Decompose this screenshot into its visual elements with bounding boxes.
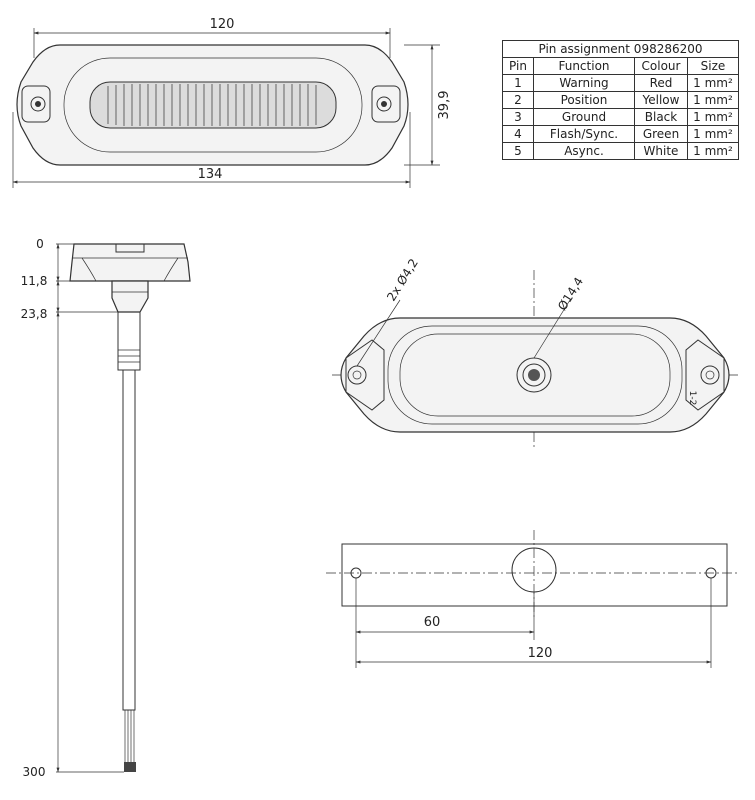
lamp-lens [89,81,337,129]
colour-cell: Black [634,108,688,126]
size-cell: 1 mm² [687,142,739,160]
top-view: 120 39,9 [12,17,452,188]
dim-top-outer-width: 134 [198,167,223,182]
dim-template-full: 120 [528,646,553,661]
right-mounting-ear [371,85,401,123]
cable-gland [117,311,141,371]
left-screw-hole [30,96,46,112]
dim-template-half: 60 [424,615,441,630]
size-header: Size [687,57,739,75]
dim-top-inner-width: 120 [210,17,235,32]
template-plate [341,543,728,607]
rear-right-hole [700,365,720,385]
right-screw-hole [376,96,392,112]
lamp-head-side [69,243,191,282]
table-row: 3 Ground Black 1 mm² [502,108,739,126]
side-view: 0 11,8 23,8 300 [21,237,191,779]
function-cell: Flash/Sync. [533,125,635,143]
cable [122,369,136,711]
connector-housing [111,280,149,313]
rear-view: 1-2 2x Ø4,2 Ø14,4 [332,256,738,450]
hole-diameter-label: 2x Ø4,2 [384,256,421,303]
center-leader [533,299,571,359]
colour-cell: White [634,142,688,160]
size-cell: 1 mm² [687,74,739,92]
pin-marker: 1-2 [687,391,697,406]
level-0: 0 [36,237,44,251]
hole-leader [356,299,401,367]
center-diameter-label: Ø14,4 [555,275,586,313]
dim-top-height: 39,9 [437,91,452,120]
pin-assignment-table: Pin assignment 098286200 Pin Function Co… [502,40,739,160]
level-300: 300 [23,765,46,779]
function-cell: Ground [533,108,635,126]
function-cell: Warning [533,74,635,92]
lens-ribs [107,84,317,126]
table-row: 1 Warning Red 1 mm² [502,74,739,92]
function-cell: Async. [533,142,635,160]
left-mounting-ear [21,85,51,123]
size-cell: 1 mm² [687,108,739,126]
table-row: 5 Async. White 1 mm² [502,142,739,160]
level-11-8: 11,8 [21,274,48,288]
lamp-bezel [63,57,363,153]
drilling-template: 60 120 [326,530,740,668]
level-23-8: 23,8 [21,307,48,321]
wire-ends [124,762,136,772]
